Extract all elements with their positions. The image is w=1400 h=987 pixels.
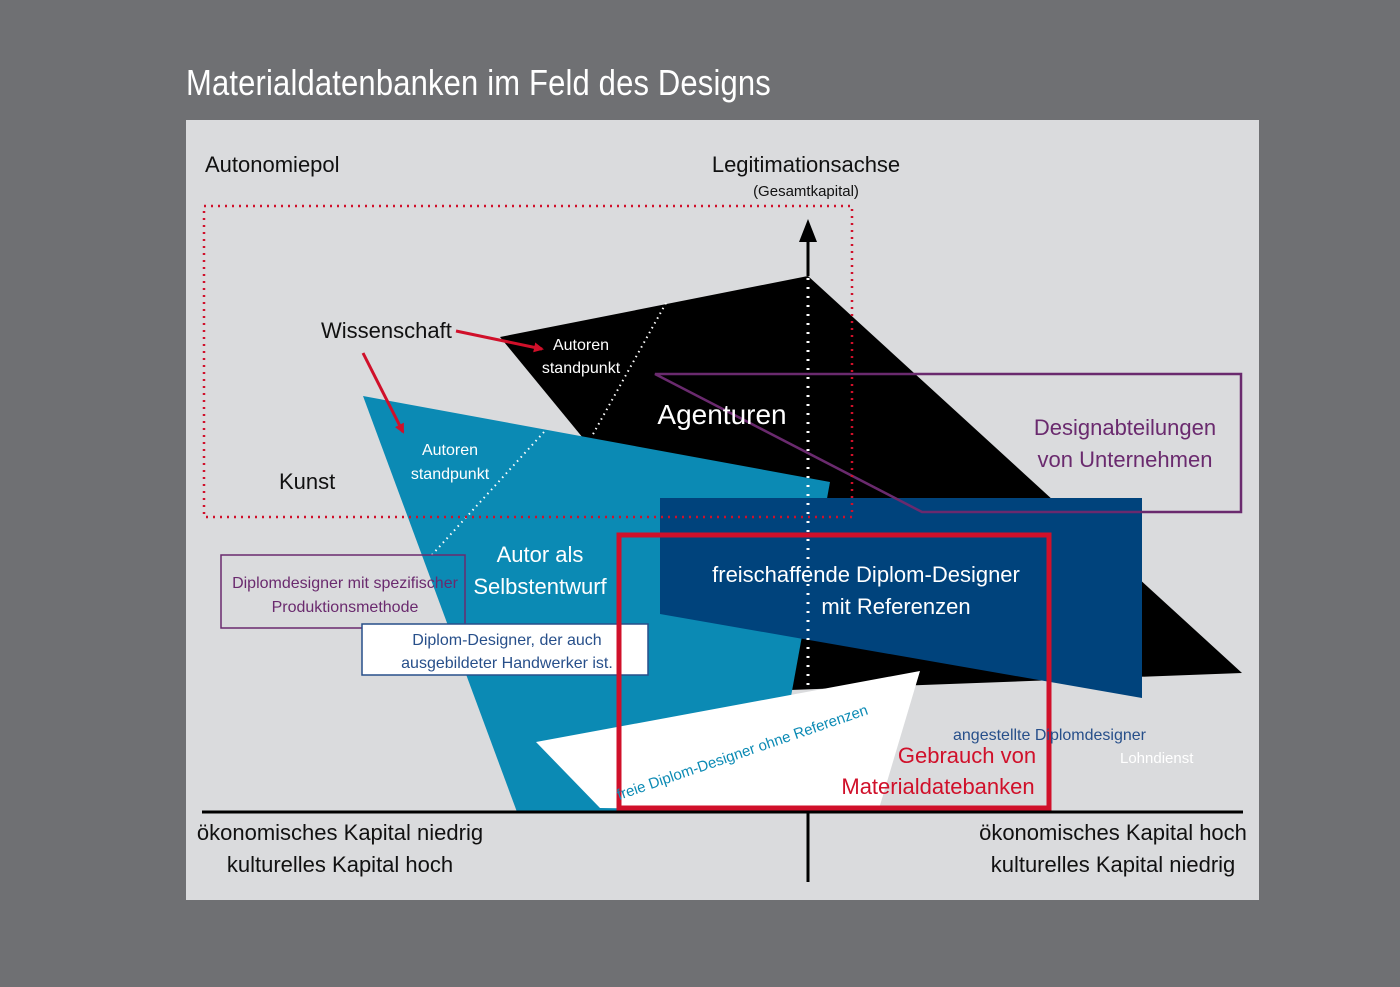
gebrauch-line1: Gebrauch von [898, 743, 1036, 768]
freie-ohne-referenzen-field [536, 671, 920, 812]
wissenschaft-arrow-down [361, 352, 405, 434]
right-axis-line1: ökonomisches Kapital hoch [979, 820, 1247, 845]
angestellte-label: angestellte Diplomdesigner [953, 727, 1147, 744]
wissenschaft-label: Wissenschaft [321, 318, 452, 343]
designabteilungen-line1: Designabteilungen [1034, 415, 1216, 440]
autonomiepol-dotted-frame [202, 204, 854, 519]
diplomdesigner-spez-line1: Diplomdesigner mit spezifischer [232, 575, 459, 592]
freischaffende-line1: freischaffende Diplom-Designer [712, 562, 1020, 587]
legitimation-axis-arrowhead [799, 219, 817, 242]
autoren-standpunkt-top-line1: Autoren [553, 337, 609, 354]
wissenschaft-arrow-right [455, 329, 544, 353]
handwerker-line2: ausgebildeter Handwerker ist. [401, 655, 613, 672]
agenturen-label: Agenturen [657, 399, 786, 430]
lohndienst-label: Lohndienst [1120, 750, 1194, 767]
handwerker-line1: Diplom-Designer, der auch [412, 632, 601, 649]
handwerker-box [361, 623, 649, 676]
legitimationsachse-label: Legitimationsachse [712, 152, 900, 177]
autorenstandpunkt-dotted-line-top [591, 302, 667, 437]
left-axis-line2: kulturelles Kapital hoch [227, 852, 453, 877]
autoren-standpunkt-left-line2: standpunkt [411, 466, 490, 483]
autonomiepol-label: Autonomiepol [205, 152, 340, 177]
gesamtkapital-label: (Gesamtkapital) [753, 183, 859, 200]
page-title: Materialdatenbanken im Feld des Designs [186, 62, 771, 103]
freischaffende-field [660, 498, 1142, 698]
gebrauch-line2: Materialdatebanken [841, 774, 1034, 799]
kunst-label: Kunst [279, 469, 335, 494]
autorenstandpunkt-dotted-line-left [429, 431, 545, 558]
freischaffende-line2: mit Referenzen [821, 594, 970, 619]
designabteilungen-line2: von Unternehmen [1038, 447, 1213, 472]
autoren-standpunkt-left-line1: Autoren [422, 442, 478, 459]
autor-als-line2: Selbstentwurf [473, 574, 607, 599]
autor-als-line1: Autor als [497, 542, 584, 567]
designabteilungen-outline [654, 372, 1243, 514]
diplomdesigner-spez-box [220, 554, 466, 629]
diplomdesigner-spez-line2: Produktionsmethode [272, 599, 419, 616]
gebrauch-frame [616, 532, 1052, 811]
autoren-standpunkt-top-line2: standpunkt [542, 360, 621, 377]
right-axis-line2: kulturelles Kapital niedrig [991, 852, 1236, 877]
left-axis-line1: ökonomisches Kapital niedrig [197, 820, 483, 845]
